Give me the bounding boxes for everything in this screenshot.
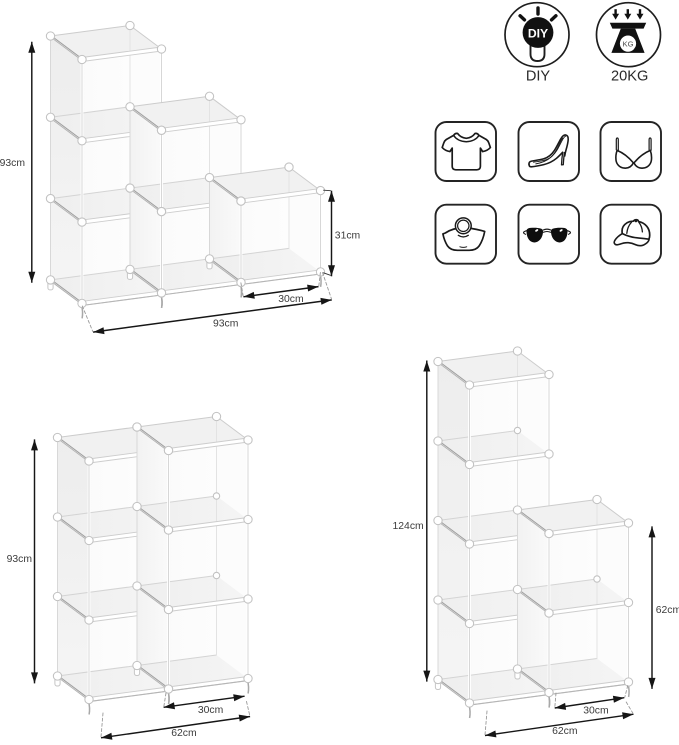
- svg-text:93cm: 93cm: [0, 158, 25, 169]
- svg-text:62cm: 62cm: [171, 728, 196, 739]
- svg-text:124cm: 124cm: [393, 521, 424, 532]
- svg-text:30cm: 30cm: [198, 705, 223, 716]
- svg-text:93cm: 93cm: [7, 554, 32, 565]
- svg-text:KG: KG: [623, 40, 634, 49]
- svg-text:93cm: 93cm: [213, 318, 238, 329]
- svg-text:31cm: 31cm: [335, 230, 360, 241]
- svg-text:30cm: 30cm: [278, 294, 303, 305]
- svg-text:62cm: 62cm: [552, 726, 577, 737]
- svg-text:62cm: 62cm: [656, 605, 679, 616]
- svg-text:30cm: 30cm: [583, 705, 608, 716]
- svg-text:DIY: DIY: [526, 69, 551, 85]
- svg-text:20KG: 20KG: [611, 69, 648, 85]
- svg-text:DIY: DIY: [528, 26, 548, 40]
